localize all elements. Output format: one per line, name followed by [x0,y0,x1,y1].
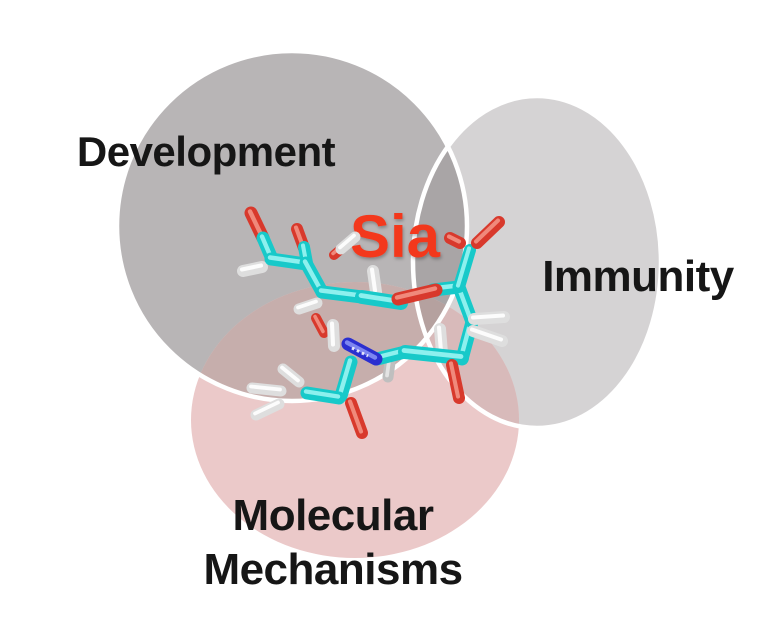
molecule-stick-highlight [455,246,472,288]
molecule-stick-highlight [267,255,308,265]
label-molecular: Molecular [233,491,434,540]
molecule-stick-highlight [446,234,462,244]
molecule-stick-highlight [249,384,282,392]
molecule-stick-highlight [347,399,364,434]
molecule-stick-highlight [302,259,324,293]
label-sia: Sia [350,203,441,270]
molecule-stick-highlight [253,400,280,416]
molecule-stick-highlight [469,327,504,342]
molecule-stick-highlight [470,313,506,320]
molecule-stick-highlight [401,348,464,359]
molecule-stick-highlight [344,340,378,360]
molecule-sialic-acid [237,206,510,439]
molecule-stick-highlight [296,299,318,310]
label-mechanisms: Mechanisms [203,545,462,594]
molecule-stick-highlight [318,288,364,298]
molecule-stick-highlight [473,218,501,244]
molecule-stick-highlight [394,286,438,300]
overlap-immunity-molecular [413,282,519,428]
molecule-stick-highlight [329,321,336,347]
molecule-stick-highlight [239,263,264,272]
molecule-stick-highlight [448,361,461,399]
molecule-stick-highlight [303,389,341,399]
molecule-stick-highlight [338,233,356,250]
molecule-stick-highlight [369,267,378,293]
label-immunity: Immunity [542,252,735,301]
outline-immunity-circle [410,93,664,431]
molecule-stick-highlight [436,325,444,354]
molecule-stick-highlight [313,314,325,334]
outline-development-circle [114,48,470,404]
label-development: Development [77,128,336,175]
molecule-stick-highlight [337,358,353,397]
molecule-stick-highlight [280,365,300,383]
